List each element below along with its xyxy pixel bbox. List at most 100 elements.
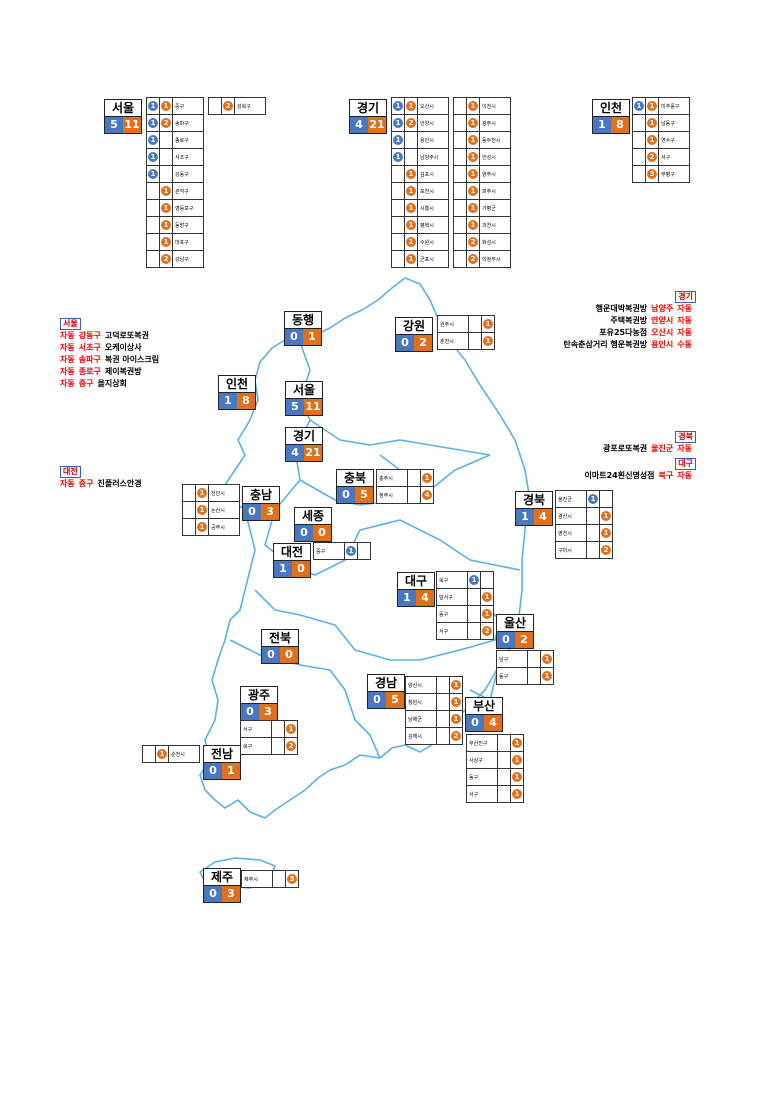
orange-cell: 1 <box>404 250 418 268</box>
orange-count: 1 <box>303 329 321 345</box>
orange-count: 4 <box>416 590 434 606</box>
orange-count-badge: 1 <box>468 220 478 230</box>
orange-cell: 1 <box>159 97 173 115</box>
orange-count-badge: 1 <box>451 714 461 724</box>
blue-cell: 1 <box>467 571 481 589</box>
blue-cell <box>453 216 467 234</box>
blue-count-badge: 1 <box>393 152 403 162</box>
blue-cell <box>453 131 467 149</box>
blue-cell <box>272 870 286 888</box>
orange-cell: 1 <box>466 165 480 183</box>
blue-count-badge: 1 <box>469 575 479 585</box>
legend-col-b: 울진군 <box>651 444 674 453</box>
blue-cell <box>271 720 285 738</box>
district-name: 양산시 <box>405 676 437 694</box>
district-name: 평택시 <box>417 216 449 234</box>
region-name: 경남 <box>367 674 405 692</box>
region-name: 경기 <box>349 99 387 117</box>
blue-count: 0 <box>295 525 313 541</box>
district-name: 남구 <box>496 650 528 668</box>
orange-cell: 1 <box>155 745 169 763</box>
orange-cell: 1 <box>159 233 173 251</box>
legend-col-c: 을지상회 <box>97 379 127 388</box>
blue-cell <box>497 768 511 786</box>
legend-region-tag: 경기 <box>675 291 696 303</box>
blue-cell <box>391 165 405 183</box>
orange-cell <box>404 131 418 149</box>
legend-region-tag: 경북 <box>675 431 696 443</box>
orange-cell: 1 <box>540 667 554 685</box>
legend-col-b: 안양시 <box>651 316 674 325</box>
orange-cell: 1 <box>599 524 613 542</box>
blue-cell <box>391 182 405 200</box>
district-name: 북구 <box>436 571 468 589</box>
district-name: 충주시 <box>376 469 408 487</box>
blue-cell <box>391 250 405 268</box>
orange-cell: 1 <box>466 182 480 200</box>
legend-col-a: 포유25다농점 <box>599 328 648 337</box>
orange-cell: 2 <box>466 233 480 251</box>
legend-col-a: 자동 <box>60 379 75 388</box>
blue-cell: 1 <box>146 148 160 166</box>
blue-cell <box>453 97 467 115</box>
orange-count: 3 <box>222 886 240 902</box>
orange-count-badge: 1 <box>542 654 552 664</box>
legend-col-a: 광포로또복권 <box>603 444 648 453</box>
district-name: 청주시 <box>376 486 408 504</box>
orange-cell: 1 <box>466 114 480 132</box>
district-name: 양주시 <box>479 165 511 183</box>
table-row: 남해군 1 <box>405 710 463 728</box>
district-name: 서구 <box>466 785 498 803</box>
orange-count-badge: 2 <box>406 118 416 128</box>
orange-count-badge: 1 <box>157 749 167 759</box>
region-name: 경북 <box>515 491 553 509</box>
blue-cell <box>182 484 196 502</box>
orange-count: 5 <box>355 487 373 503</box>
blue-cell <box>632 148 646 166</box>
blue-count: 1 <box>398 590 416 606</box>
orange-count-badge: 2 <box>468 237 478 247</box>
blue-cell <box>182 501 196 519</box>
orange-count-badge: 2 <box>468 254 478 264</box>
district-name: 남해군 <box>405 710 437 728</box>
orange-cell <box>159 131 173 149</box>
district-name: 영천시 <box>555 524 587 542</box>
orange-cell: 1 <box>420 469 434 487</box>
orange-count-badge: 1 <box>468 186 478 196</box>
orange-cell: 1 <box>466 148 480 166</box>
legend-col-c: 오케이상사 <box>104 343 142 352</box>
blue-count: 0 <box>368 692 386 708</box>
legend-col-c: 고덕로또복권 <box>104 331 149 340</box>
blue-cell: 1 <box>391 148 405 166</box>
blue-cell: 1 <box>632 97 646 115</box>
orange-cell: 1 <box>195 501 209 519</box>
blue-cell <box>632 114 646 132</box>
orange-count-badge: 1 <box>468 135 478 145</box>
blue-count-badge: 1 <box>148 101 158 111</box>
region-name: 전북 <box>261 629 299 647</box>
district-name: 북구 <box>240 737 272 755</box>
orange-count-badge: 1 <box>161 186 171 196</box>
region-name: 울산 <box>496 614 534 632</box>
blue-cell <box>586 524 600 542</box>
